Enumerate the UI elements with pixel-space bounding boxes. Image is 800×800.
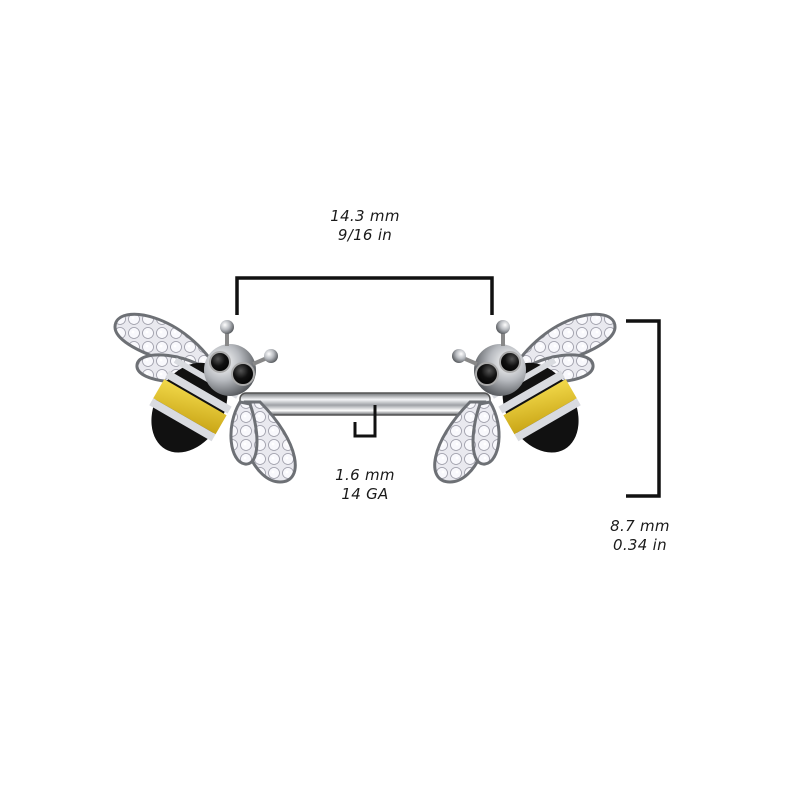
height-metric: 8.7 mm [610, 517, 670, 535]
height-bracket [626, 319, 661, 498]
length-bracket [235, 276, 494, 315]
gauge-bracket [353, 405, 377, 438]
height-imperial: 0.34 in [613, 536, 667, 554]
gauge-dimension-label: 1.6 mm 14 GA [320, 466, 410, 504]
gauge-metric: 1.6 mm [335, 466, 395, 484]
height-dimension-label: 8.7 mm 0.34 in [595, 517, 685, 555]
gauge-imperial: 14 GA [341, 485, 389, 503]
length-imperial: 9/16 in [337, 226, 393, 244]
length-dimension-label: 14.3 mm 9/16 in [310, 207, 420, 245]
barbell-shaft [239, 392, 491, 416]
length-metric: 14.3 mm [330, 207, 400, 225]
